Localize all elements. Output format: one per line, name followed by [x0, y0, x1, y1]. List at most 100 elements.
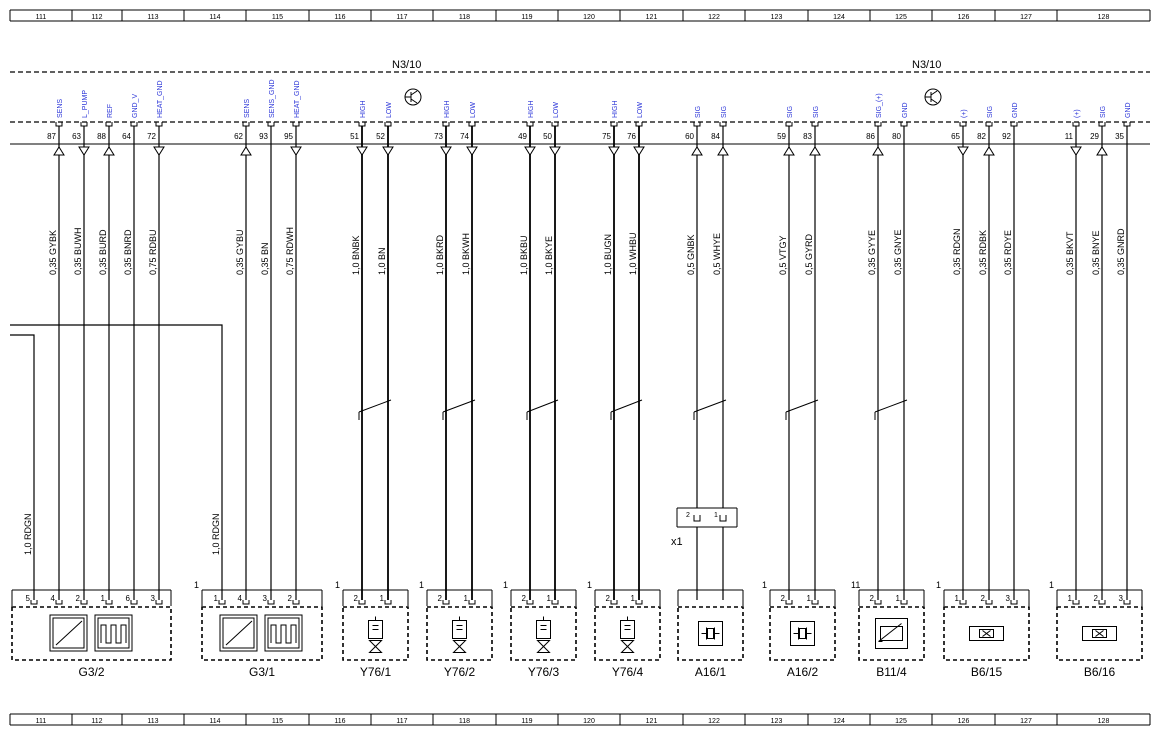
- pin-number: 65: [951, 132, 960, 141]
- component-pin-number: 1: [955, 594, 960, 603]
- component-pin-number: 2: [438, 594, 443, 603]
- grid-column-label: 123: [771, 718, 783, 725]
- grid-column-label: 111: [36, 14, 47, 21]
- component-pin-number: 2: [606, 594, 611, 603]
- pin-number: 51: [350, 132, 359, 141]
- component-pin-number: 2: [870, 594, 875, 603]
- wire-code-label: 0,5 VTGY: [778, 235, 788, 275]
- pin-number: 92: [1002, 132, 1011, 141]
- grid-column-label: 119: [521, 14, 532, 21]
- component-label: A16/2: [787, 665, 819, 679]
- grid-column-label: 115: [272, 14, 283, 21]
- component-label: A16/1: [695, 665, 727, 679]
- pin-number: 84: [711, 132, 720, 141]
- pin-number: 11: [1065, 132, 1074, 141]
- pin-number: 83: [803, 132, 812, 141]
- component-pin-number: 3: [1006, 594, 1011, 603]
- pin-number: 87: [47, 132, 56, 141]
- grid-column-label: 112: [91, 718, 102, 725]
- component-label: G3/2: [78, 665, 104, 679]
- grid-column-label: 114: [209, 14, 220, 21]
- pin-number: 82: [977, 132, 986, 141]
- pin-signal-label: SENS_GND: [269, 79, 276, 118]
- grid-column-label: 120: [583, 718, 595, 725]
- pin-signal-label: SIG: [813, 106, 820, 118]
- wire-code-label: 1,0 BUGN: [603, 234, 613, 275]
- pin-number: 73: [434, 132, 443, 141]
- pin-number: 52: [376, 132, 385, 141]
- pin-signal-label: GND: [902, 102, 909, 118]
- pin-number: 62: [234, 132, 243, 141]
- component-lead-number: 1: [762, 580, 767, 590]
- component-label: B11/4: [876, 665, 907, 679]
- pin-number: 75: [602, 132, 611, 141]
- feed-wire: [10, 324, 223, 600]
- pin-number: 29: [1090, 132, 1099, 141]
- pin-signal-label: GND: [1012, 102, 1019, 118]
- wire-code-label: 0,35 BNRD: [123, 229, 133, 275]
- grid-column-label: 116: [334, 14, 345, 21]
- pin-number: 50: [543, 132, 552, 141]
- feed-wire: [10, 334, 35, 600]
- grid-column-label: 128: [1098, 14, 1110, 21]
- grid-column-label: 117: [396, 14, 407, 21]
- pin-number: 49: [518, 132, 527, 141]
- wire-code-label: 0,5 GYRD: [804, 233, 814, 275]
- component-pin-number: 3: [1119, 594, 1124, 603]
- pin-signal-label: HEAT_GND: [157, 80, 164, 118]
- grid-column-label: 113: [147, 718, 158, 725]
- pin-signal-label: SIG: [1100, 106, 1107, 118]
- wire-code-label: 0,35 GYBK: [48, 230, 58, 275]
- pin-number: 72: [147, 132, 156, 141]
- component-a16-1: A16/1: [677, 589, 744, 679]
- wire-code-label: 0,5 WHYE: [712, 233, 722, 275]
- grid-column-label: 114: [209, 718, 220, 725]
- component-pin-number: 1: [464, 594, 469, 603]
- pin-signal-label: HIGH: [444, 101, 451, 119]
- component-label: B6/15: [971, 665, 1003, 679]
- pin-signal-label: (+): [1074, 109, 1081, 118]
- component-label: Y76/2: [444, 665, 476, 679]
- component-pin-number: 3: [263, 594, 268, 603]
- grid-column-label: 111: [36, 718, 47, 725]
- wire-code-label: 1,0 BNBK: [351, 235, 361, 275]
- component-pin-number: 2: [288, 594, 293, 603]
- pin-86: SIG_(+)860,35 GYYE: [866, 93, 884, 600]
- pin-signal-label: GND_V: [132, 94, 139, 118]
- transistor-icon: [924, 88, 942, 106]
- component-pin-number: 1: [214, 594, 219, 603]
- pin-11: (+)110,35 BKVT: [1065, 109, 1082, 600]
- wire-code-label: 1,0 BKWH: [461, 233, 471, 275]
- wire-break-mark: [693, 399, 727, 413]
- pin-number: 59: [777, 132, 786, 141]
- component-pin-number: 1: [547, 594, 552, 603]
- pin-signal-label: HEAT_GND: [294, 80, 301, 118]
- pin-number: 88: [97, 132, 106, 141]
- component-pin-number: 3: [151, 594, 156, 603]
- pin-number: 93: [259, 132, 268, 141]
- grid-column-label: 124: [833, 718, 845, 725]
- wire-code-label: 1,0 BKBU: [519, 235, 529, 275]
- pin-number: 35: [1115, 132, 1124, 141]
- wire-code-label: 1,0 BKYE: [544, 236, 554, 275]
- grid-column-label: 126: [958, 718, 970, 725]
- wire-code-label: 1,0 WHBU: [628, 232, 638, 275]
- grid-column-label: 127: [1020, 718, 1032, 725]
- wire-code-label: 0,5 GNBK: [686, 234, 696, 275]
